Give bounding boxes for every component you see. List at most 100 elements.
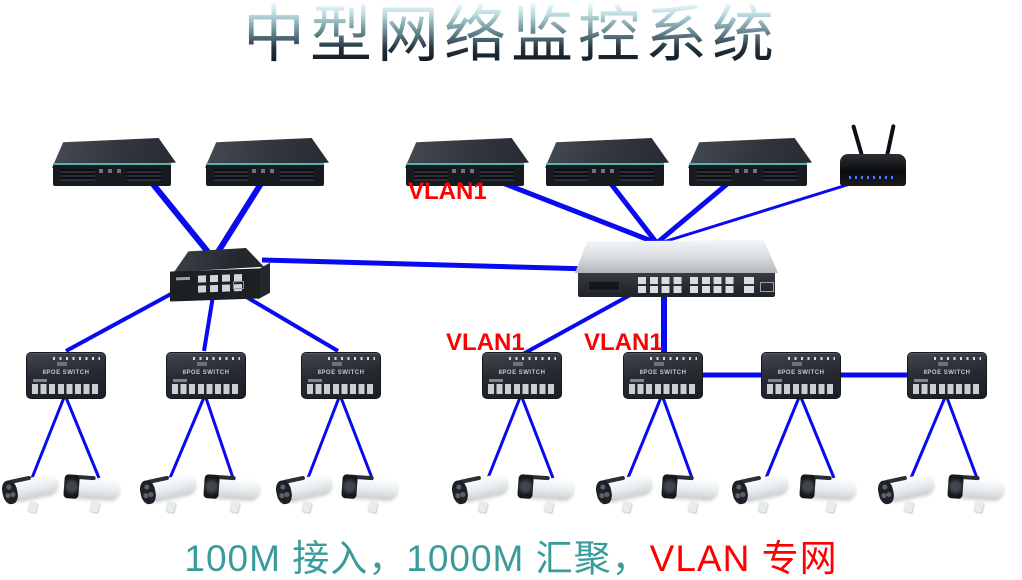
camera-lens-face <box>203 474 220 500</box>
nvr-front-panel <box>206 163 324 186</box>
poe-switch: 8POE SWITCH <box>26 352 106 399</box>
camera-body <box>887 472 936 502</box>
link-line <box>306 394 342 479</box>
bullet-camera <box>203 470 262 514</box>
camera-body <box>352 476 399 500</box>
bullet-camera <box>138 470 198 514</box>
poe-badge <box>57 362 67 366</box>
nvr-device <box>52 138 178 190</box>
bullet-camera <box>341 470 400 514</box>
caption-access-text: 100M 接入，1000M 汇聚， <box>184 538 650 579</box>
uplink-port <box>308 379 322 382</box>
link-line <box>494 177 655 245</box>
camera-body <box>810 476 857 500</box>
nvr-device <box>205 138 331 190</box>
vlan1-label: VLAN1 <box>446 329 525 356</box>
rj45-port-row <box>307 384 375 394</box>
page-title: 中型网络监控系统 <box>0 1 1022 70</box>
camera-body <box>958 476 1005 500</box>
front-buttons <box>252 169 278 173</box>
bullet-camera <box>661 470 720 514</box>
camera-bracket <box>26 500 39 513</box>
bullet-camera <box>450 470 510 514</box>
link-line <box>519 394 555 479</box>
link-line <box>909 394 948 479</box>
camera-bracket <box>542 500 555 513</box>
front-buttons <box>592 169 618 173</box>
poe-switch-label: 8POE SWITCH <box>317 370 365 376</box>
poe-badge <box>197 362 207 366</box>
camera-lens-face <box>517 474 534 500</box>
poe-badge <box>654 362 664 366</box>
vent-grille <box>61 169 95 181</box>
camera-body <box>741 472 790 502</box>
link-line <box>626 394 664 479</box>
nvr-front-panel <box>53 163 171 186</box>
rj45-port-row <box>629 384 697 394</box>
camera-lens-face <box>63 474 80 500</box>
vlan1-label: VLAN1 <box>584 329 663 356</box>
poe-badge <box>792 362 802 366</box>
link-line <box>202 295 215 352</box>
poe-switch: 8POE SWITCH <box>482 352 562 399</box>
poe-badge <box>513 362 523 366</box>
camera-bracket <box>756 500 769 513</box>
vent-grille <box>127 169 161 181</box>
camera-bracket <box>228 500 241 513</box>
poe-badge <box>938 362 948 366</box>
led-row <box>193 357 240 360</box>
camera-bracket <box>686 500 699 513</box>
uplink-port <box>914 379 928 382</box>
access-switch <box>170 248 270 302</box>
poe-badge <box>332 362 342 366</box>
nvr-device <box>545 138 671 190</box>
link-line <box>798 394 836 479</box>
camera-body <box>461 472 510 502</box>
front-buttons <box>452 169 478 173</box>
bullet-camera <box>876 470 936 514</box>
link-line <box>522 292 633 356</box>
vent-grille <box>214 169 248 181</box>
sfp-port <box>760 282 774 292</box>
switch-top-face <box>575 240 778 273</box>
camera-bracket <box>88 500 101 513</box>
vent-grille <box>697 169 731 181</box>
camera-body <box>214 476 261 500</box>
bullet-camera <box>947 470 1006 514</box>
nvr-front-panel <box>406 163 524 186</box>
nvr-device <box>405 138 531 190</box>
vent-grille <box>480 169 514 181</box>
nvr-front-panel <box>689 163 807 186</box>
link-line <box>203 394 235 479</box>
vent-grille <box>414 169 448 181</box>
switch-logo <box>176 276 190 281</box>
switch-front-panel <box>578 273 775 297</box>
uplink-port <box>173 379 187 382</box>
link-line <box>236 290 340 353</box>
camera-body <box>285 472 334 502</box>
front-buttons <box>735 169 761 173</box>
bullet-camera <box>63 470 122 514</box>
link-line <box>656 178 734 244</box>
switch-front-panel <box>170 268 260 302</box>
vlan1-label: VLAN1 <box>408 178 487 205</box>
vent-grille <box>554 169 588 181</box>
camera-bracket <box>366 500 379 513</box>
poe-switch: 8POE SWITCH <box>166 352 246 399</box>
poe-switch-label: 8POE SWITCH <box>182 370 230 376</box>
bullet-camera <box>730 470 790 514</box>
caption: 100M 接入，1000M 汇聚，VLAN 专网 <box>0 528 1022 580</box>
uplink-port <box>630 379 644 382</box>
uplink-ports <box>744 277 754 293</box>
camera-bracket <box>824 500 837 513</box>
rj45-port-row <box>488 384 556 394</box>
vent-grille <box>763 169 797 181</box>
link-line <box>65 286 183 353</box>
camera-lens-face <box>661 474 678 500</box>
link-line <box>659 182 851 245</box>
front-buttons <box>99 169 125 173</box>
switch-display <box>588 281 620 291</box>
poe-switch-label: 8POE SWITCH <box>923 370 971 376</box>
rj45-port-row <box>767 384 835 394</box>
